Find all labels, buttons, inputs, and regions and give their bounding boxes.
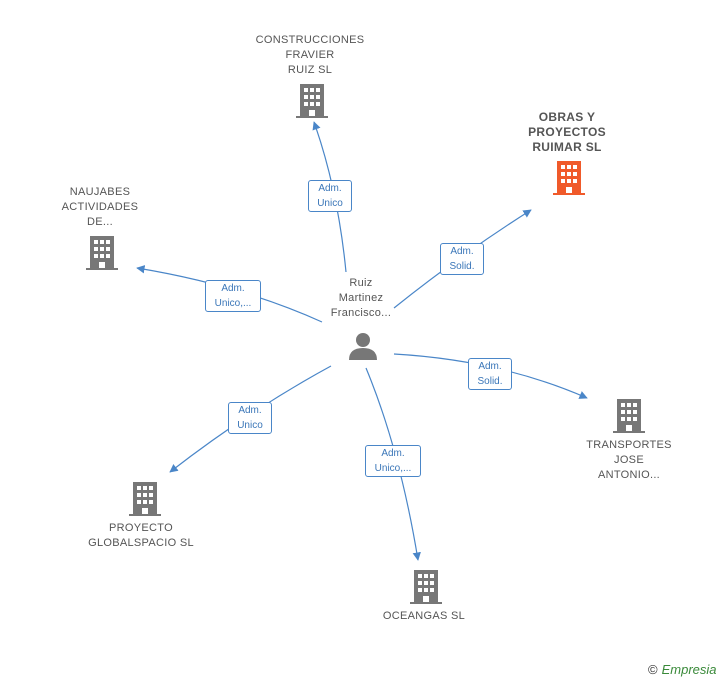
edge-label-proyecto[interactable]: Adm. Unico (228, 402, 272, 434)
edge-label-oceangas[interactable]: Adm. Unico,... (365, 445, 421, 477)
building-icon[interactable] (129, 482, 161, 516)
node-label-naujabes[interactable]: NAUJABES ACTIVIDADES DE... (61, 186, 139, 228)
center-person-label[interactable]: Ruiz Martinez Francisco... (330, 277, 392, 319)
node-label-transportes[interactable]: TRANSPORTES JOSE ANTONIO... (586, 439, 672, 481)
building-icon-highlight[interactable] (553, 160, 585, 196)
building-icon[interactable] (296, 84, 328, 118)
copyright-symbol: © (648, 662, 658, 677)
edge-label-transportes[interactable]: Adm. Solid. (468, 358, 512, 390)
edge-label-construcciones[interactable]: Adm. Unico (308, 180, 352, 212)
node-label-proyecto[interactable]: PROYECTO GLOBALSPACIO SL (88, 522, 194, 549)
node-label-obras[interactable]: OBRAS Y PROYECTOS RUIMAR SL (528, 110, 606, 154)
building-icon[interactable] (86, 236, 118, 270)
node-label-construcciones[interactable]: CONSTRUCCIONES FRAVIER RUIZ SL (255, 34, 365, 76)
edge-label-naujabes[interactable]: Adm. Unico,... (205, 280, 261, 312)
brand-name: Empresia (661, 662, 717, 677)
building-icon[interactable] (613, 399, 645, 433)
person-icon[interactable] (347, 330, 379, 362)
building-icon[interactable] (410, 570, 442, 604)
edge-label-obras[interactable]: Adm. Solid. (440, 243, 484, 275)
node-label-oceangas[interactable]: OCEANGAS SL (382, 610, 466, 622)
brand-logo[interactable]: ©Empresia (648, 662, 717, 677)
